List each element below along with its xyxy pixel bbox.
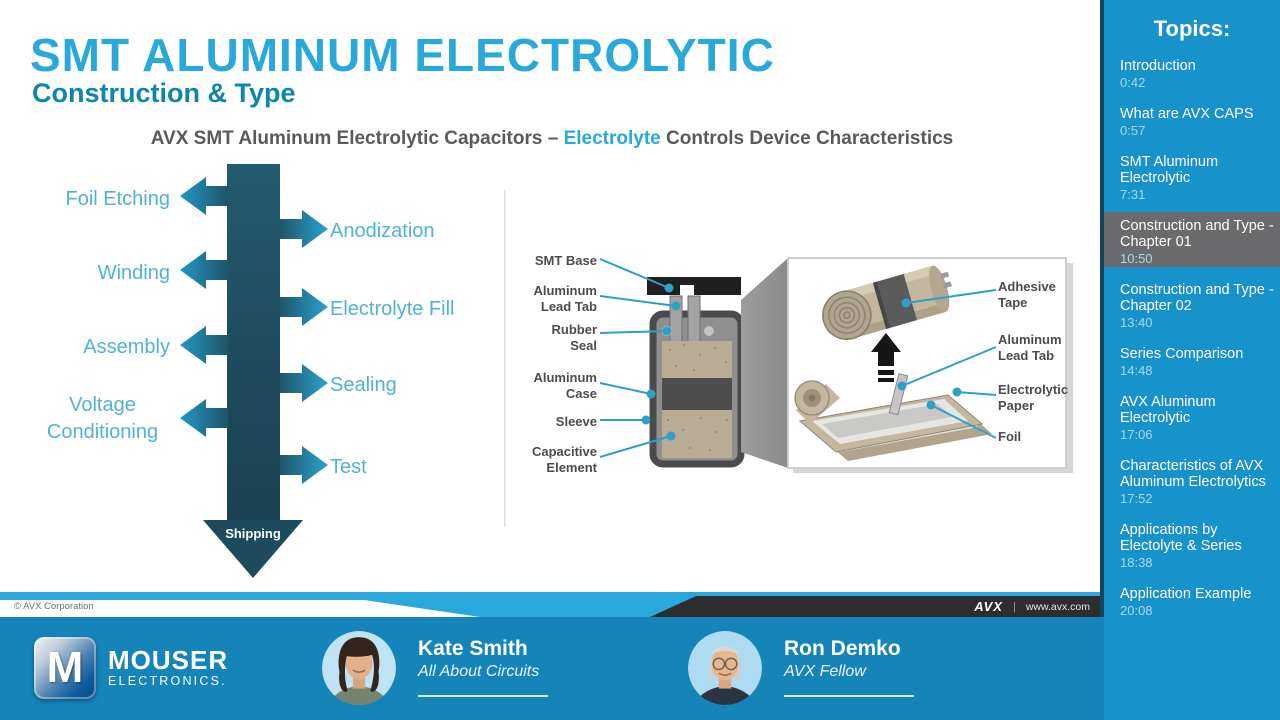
mouser-name: MOUSER <box>108 645 229 675</box>
flow-step-voltage-conditioning: Voltage Conditioning <box>46 394 159 443</box>
presenter-name: Kate Smith <box>418 637 528 660</box>
topic-construction-type-ch01[interactable]: Construction and Type - Chapter 01 10:50 <box>1104 212 1280 267</box>
zoom-beam <box>741 258 788 468</box>
flow-step-shipping: Shipping <box>225 526 281 541</box>
topics-title: Topics: <box>1153 16 1231 41</box>
ron-avatar <box>688 631 762 705</box>
label-electrolytic-paper: Electrolytic Paper <box>998 382 1069 413</box>
topic-characteristics[interactable]: Characteristics of AVX Aluminum Electrol… <box>1120 458 1266 506</box>
presenter-ron: Ron Demko AVX Fellow <box>688 631 914 705</box>
up-arrow-icon <box>871 333 901 382</box>
flow-step-anodization: Anodization <box>330 220 435 242</box>
figure-divider-line <box>504 190 506 527</box>
mouser-logo-mark: M <box>34 637 96 699</box>
flow-step-sealing: Sealing <box>330 374 397 396</box>
topic-application-example[interactable]: Application Example 20:08 <box>1120 586 1252 618</box>
mouser-sub: ELECTRONICS. <box>108 674 227 688</box>
flow-step-electrolyte-fill: Electrolyte Fill <box>330 298 455 320</box>
topic-avx-aluminum-electrolytic[interactable]: AVX Aluminum Electrolytic 17:06 <box>1120 394 1216 442</box>
flow-step-assembly: Assembly <box>83 336 170 358</box>
flow-step-foil-etching: Foil Etching <box>65 188 171 210</box>
slide-title: SMT ALUMINUM ELECTROLYTIC <box>30 29 775 81</box>
label-rubber-seal: Rubber Seal <box>551 322 598 353</box>
presenter-name: Ron Demko <box>784 637 901 660</box>
foil-paper-stack <box>794 373 992 461</box>
slide-subtitle: Construction & Type <box>32 78 296 108</box>
label-smt-base: SMT Base <box>534 253 597 268</box>
flow-step-test: Test <box>330 456 367 478</box>
topic-series-comparison[interactable]: Series Comparison 14:48 <box>1120 346 1244 378</box>
topic-introduction[interactable]: Introduction 0:42 <box>1120 58 1196 90</box>
label-aluminum-lead-tab: Aluminum Lead Tab <box>533 283 597 314</box>
label-inset-aluminum-lead-tab: Aluminum Lead Tab <box>998 332 1062 363</box>
kate-avatar <box>322 631 396 705</box>
topic-smt-aluminum-electrolytic[interactable]: SMT Aluminum Electrolytic 7:31 <box>1120 154 1219 202</box>
headline-suffix: Controls Device Characteristics <box>660 128 954 149</box>
avx-logo: AVX <box>974 599 1003 614</box>
copyright-text: © AVX Corporation <box>14 601 94 612</box>
topic-applications-by-electrolyte[interactable]: Applications by Electolyte & Series 18:3… <box>1120 522 1242 570</box>
wound-roll <box>822 265 952 340</box>
capacitor-cross-section <box>647 277 745 468</box>
leader-dots <box>641 283 962 441</box>
topic-construction-type-ch02[interactable]: Construction and Type - Chapter 02 13:40 <box>1120 282 1274 330</box>
label-aluminum-case: Aluminum Case <box>533 370 597 401</box>
leader-lines <box>599 258 997 458</box>
presenter-underline <box>418 695 548 697</box>
label-sleeve: Sleeve <box>555 414 597 429</box>
flow-step-winding: Winding <box>97 262 170 284</box>
headline-highlight: Electrolyte <box>563 128 661 149</box>
slide-headline: AVX SMT Aluminum Electrolytic Capacitors… <box>0 128 1104 150</box>
presenter-role: All About Circuits <box>418 663 540 680</box>
topics-sidebar: Topics: Introduction 0:42 What are AVX C… <box>1104 0 1280 720</box>
mouser-logo: M MOUSER ELECTRONICS. <box>34 637 228 699</box>
label-adhesive-tape: Adhesive Tape <box>998 279 1056 310</box>
headline-prefix: AVX SMT Aluminum Electrolytic Capacitors… <box>150 128 564 149</box>
avx-url: www.avx.com <box>1025 600 1090 613</box>
label-capacitive-element: Capacitive Element <box>531 444 597 475</box>
presenter-role: AVX Fellow <box>784 663 866 680</box>
slide-area: SMT ALUMINUM ELECTROLYTIC Construction &… <box>0 29 1104 617</box>
brand-divider: | <box>1012 600 1016 613</box>
presenter-kate: Kate Smith All About Circuits <box>322 631 548 705</box>
presenter-underline <box>784 695 914 697</box>
process-flow-chart <box>180 164 328 578</box>
topic-what-are-avx-caps[interactable]: What are AVX CAPS 0:57 <box>1120 106 1254 138</box>
avx-brand-bar: AVX | www.avx.com <box>650 596 1104 617</box>
presenter-bar: M MOUSER ELECTRONICS. Kate Smith <box>0 617 1104 720</box>
label-foil: Foil <box>998 429 1022 444</box>
